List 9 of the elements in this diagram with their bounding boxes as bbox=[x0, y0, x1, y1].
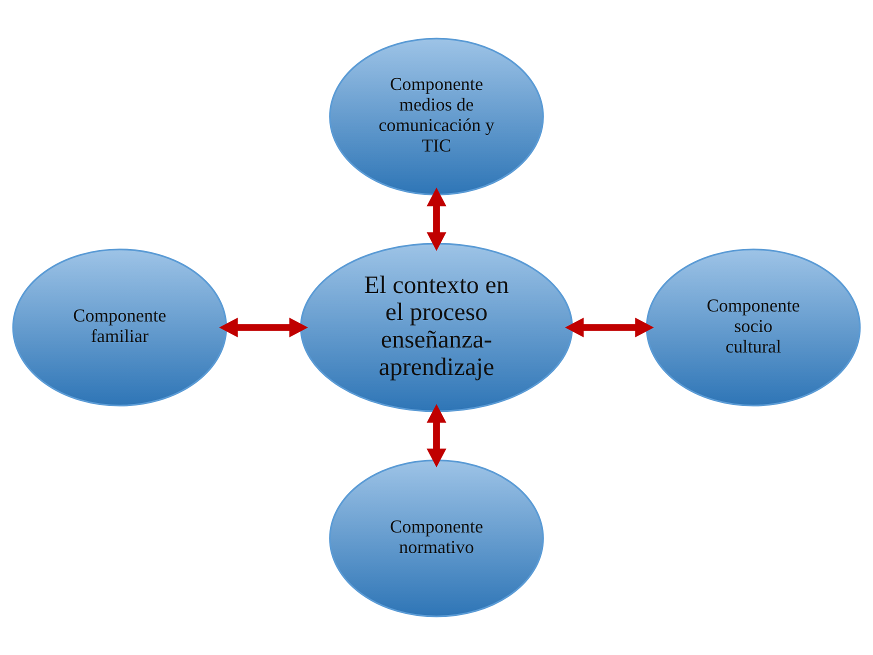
node-ellipse: Componente normativo bbox=[329, 459, 544, 618]
node-ellipse: Componente familiar bbox=[12, 248, 228, 406]
arrow bbox=[426, 404, 446, 468]
node-ellipse: Componente socio cultural bbox=[646, 248, 861, 406]
node-ellipse: El contexto en el proceso enseñanza-aprendizaje bbox=[300, 242, 573, 412]
arrow bbox=[564, 318, 654, 338]
node-ellipse: Componente medios de comunicación y TIC bbox=[329, 38, 544, 196]
arrow bbox=[426, 187, 446, 251]
arrow bbox=[219, 318, 308, 338]
